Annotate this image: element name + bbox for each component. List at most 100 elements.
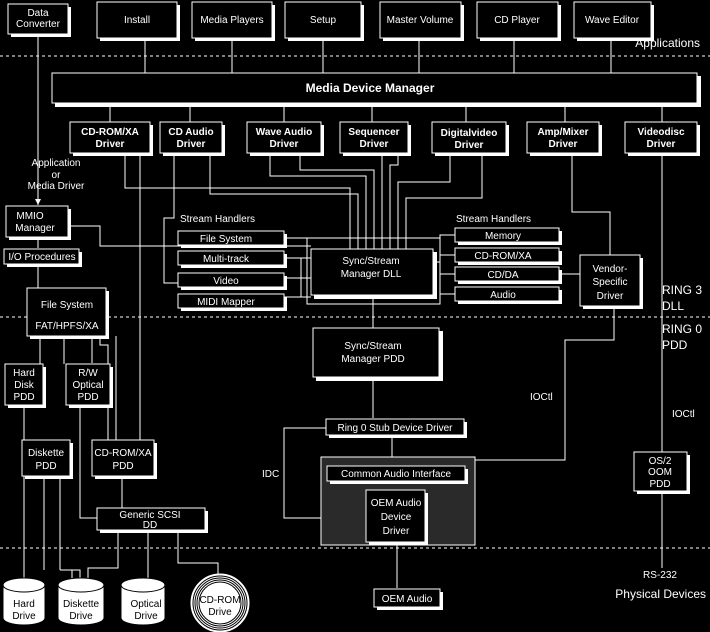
hard-disk-pdd-line3: PDD [13,392,34,403]
rw-optical-pdd-box [65,363,111,406]
zone-ring3-line2: DLL [662,299,684,313]
media-device-manager-shadow-b [55,103,701,107]
sync-dll-shadow-r [433,252,437,298]
diskette-drive-line1: Diskette [63,599,100,610]
diskette-pdd-line1: Diskette [28,448,65,459]
oem-audio-label: OEM Audio [382,594,433,605]
sync-pdd-line1: Sync/Stream [344,341,401,352]
diskette-drive-line2: Drive [69,611,93,622]
driver-amp-mixer-line1: Amp/Mixer [537,127,588,138]
ring0-stub-label: Ring 0 Stub Device Driver [337,423,453,434]
cdrom-xa-pdd-line1: CD-ROM/XA [94,448,152,459]
hard-disk-pdd-shadow-b [8,405,46,408]
app-master-volume: Master Volume [387,15,454,26]
hard-drive-line1: Hard [13,599,35,610]
hard-drive-line2: Drive [12,611,36,622]
optical-drive-line1: Optical [130,599,161,610]
zone-ring0-line1: RING 0 [662,322,702,336]
driver-sequencer-line1: Sequencer [348,127,399,138]
stream-handlers-left-title: Stream Handlers [180,214,255,225]
file-system-box [26,287,107,337]
app-media-driver-line1: Application [32,158,81,169]
driver-wave-audio-line1: Wave Audio [256,127,312,138]
cdrom-xa-pdd-shadow-r [154,443,157,479]
rw-optical-pdd-line3: PDD [77,392,98,403]
driver-wave-audio-line2: Driver [270,139,299,150]
optical-drive-cylinder [120,577,166,626]
media-device-manager-shadow-r [697,76,701,106]
idc-label: IDC [262,469,279,480]
mmio-line1: MMIO [16,211,43,222]
stream-handler-left-item-2: Multi-track [203,254,250,265]
driver-cd-audio-line2: Driver [177,139,206,150]
ring0-stub-shadow-r [464,422,467,438]
generic-scsi-shadow-b [100,530,208,533]
oem-audio-shadow-b [377,607,443,610]
mmio-line2: Manager [15,223,55,234]
oem-device-driver-line2: Device [381,512,412,523]
app-data-converter-line1: Data [27,8,49,19]
oem-device-driver-line3: Driver [383,526,410,537]
stream-handler-left-item-1: File System [200,234,252,245]
stream-handler-left-item-4: MIDI Mapper [197,297,255,308]
sync-dll-outer [306,237,441,305]
hard-disk-pdd-shadow-r [43,367,46,408]
vendor-driver-line3: Driver [597,291,624,302]
ring0-stub-shadow-b [329,435,467,438]
driver-shadows [73,125,700,156]
app-media-driver-line2: or [52,170,62,181]
app-cd-player: CD Player [494,15,540,26]
os2-oom-line1: OS/2 [649,456,672,467]
mmio-shadow-r [68,209,71,240]
rw-optical-pdd-line2: Optical [72,380,103,391]
driver-videodisc-line1: Videodisc [637,127,684,138]
stream-handlers-right-shadows [458,231,562,304]
file-system-shadow-b [30,336,109,339]
stream-handler-right-item-3: CD/DA [487,270,518,281]
ioctl-right-label: IOCtl [672,409,695,420]
cdrom-drive-line1: CD-ROM [199,595,240,606]
driver-cdrom-xa-line1: CD-ROM/XA [81,127,139,138]
driver-amp-mixer-line2: Driver [549,139,578,150]
ioctl-left-label: IOCtl [530,392,553,403]
diskette-pdd-line2: PDD [35,461,56,472]
sync-pdd-line2: Manager PDD [341,354,404,365]
hard-disk-pdd-line1: Hard [13,368,35,379]
vendor-driver-shadow-b [583,306,643,309]
cdrom-xa-pdd-shadow-b [95,476,157,479]
zone-ring3-line1: RING 3 [662,283,702,297]
driver-cd-audio-line1: CD Audio [168,127,213,138]
driver-digitalvideo-line1: Digitalvideo [441,128,498,139]
cdrom-xa-pdd-line2: PDD [112,461,133,472]
app-media-driver-line3: Media Driver [28,181,85,192]
hard-disk-pdd-line2: Disk [14,380,34,391]
hard-drive-cylinder [2,577,46,626]
common-audio-shadow-r [465,469,468,484]
cdrom-drive-line2: Drive [208,607,232,618]
vendor-driver-line2: Specific [592,277,627,288]
app-setup: Setup [310,15,337,26]
app-data-converter-line2: Converter [16,19,61,30]
oem-device-driver-shadow-b [369,542,428,545]
diskette-pdd-shadow-r [70,443,73,479]
oem-device-driver-line1: OEM Audio [371,498,422,509]
zone-applications: Applications [635,36,700,50]
stream-handler-left-item-3: Video [213,276,239,287]
io-procedures-label: I/O Procedures [8,252,75,263]
optical-drive-line2: Drive [134,611,158,622]
app-install: Install [124,15,150,26]
generic-scsi-line2: DD [143,520,157,531]
zone-physical-devices: Physical Devices [615,587,706,601]
common-audio-shadow-b [330,481,468,484]
rs232-label: RS-232 [643,570,677,581]
io-procedures-shadow-r [79,252,82,267]
application-shadows [11,5,654,41]
app-wave-editor: Wave Editor [585,15,640,26]
stream-handlers-left-shadows [181,234,287,311]
sync-dll-line2: Manager DLL [341,269,402,280]
io-procedures-shadow-b [7,264,82,267]
driver-sequencer-line2: Driver [360,139,389,150]
hard-disk-pdd-box [4,363,44,406]
diskette-drive-cylinder [57,577,105,626]
cdrom-xa-pdd-box [91,439,155,477]
